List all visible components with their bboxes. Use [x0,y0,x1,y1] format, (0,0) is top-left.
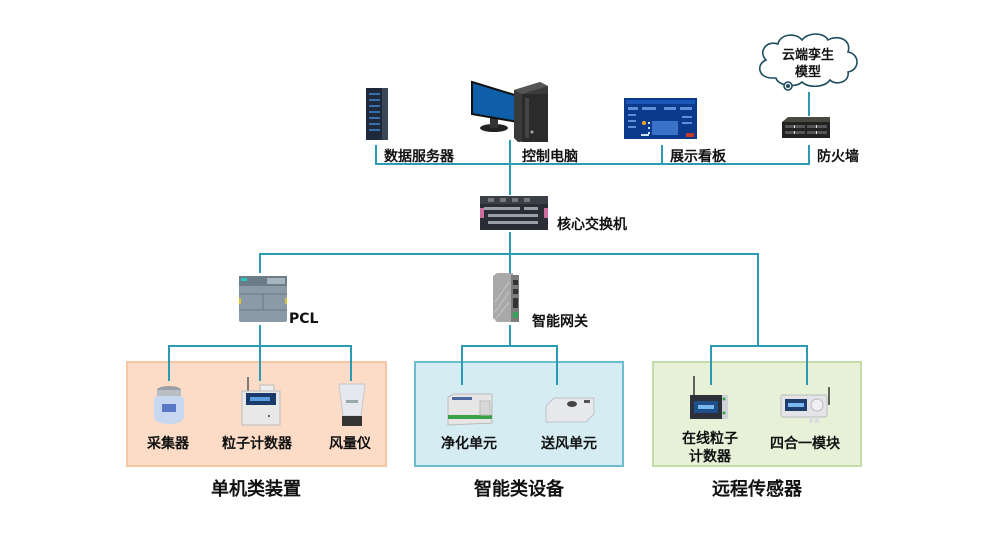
smart-gateway[interactable] [491,272,521,324]
online-particle-counter-device[interactable] [686,375,730,421]
control-pc[interactable] [470,78,552,144]
gateway-label: 智能网关 [532,314,588,330]
plc-branch-mid-stub [259,361,261,381]
standalone-group-title: 单机类装置 [211,479,301,500]
plc-down-line [259,325,261,395]
online-counter-label-line1: 在线粒子 [682,431,738,447]
fan-filter-unit-label: 送风单元 [541,436,597,452]
airflow-meter-device[interactable] [337,382,367,428]
sensor-branch-left-stub [710,361,712,385]
four-in-one-label: 四合一模块 [770,436,840,452]
cloud-icon [759,33,858,91]
data-server-label: 数据服务器 [384,149,454,165]
dashboard-drop-line [661,145,663,165]
top-bus-line [375,163,809,165]
sampler-label: 采集器 [147,436,189,452]
plc-up-line [259,253,261,273]
firewall-label: 防火墙 [817,149,859,165]
sensor-branch-bus [710,345,808,347]
gateway-down-line [509,325,511,347]
sampler-icon [154,386,184,424]
cloud-label-line2: 模型 [794,65,821,80]
online-counter-label-line2: 计数器 [689,449,731,465]
fan-filter-unit-device[interactable] [544,396,596,424]
purification-unit-icon [447,393,493,426]
gateway-branch-left-stub [461,361,463,385]
remote-group-title: 远程传感器 [712,479,802,500]
firewall-appliance-icon [782,117,830,138]
network-switch-icon [480,196,548,230]
cloud-firewall-line [808,92,810,116]
core-switch-label: 核心交换机 [557,217,627,233]
dashboard-screen[interactable] [624,98,697,139]
particle-counter-device[interactable] [240,375,282,427]
core-switch[interactable] [478,194,550,232]
data-server[interactable] [364,87,390,143]
desktop-computer-icon [471,80,548,142]
purification-unit-label: 净化单元 [441,436,497,452]
airflow-meter-label: 风量仪 [329,436,371,452]
airflow-meter-icon [338,383,366,426]
particle-counter-label: 粒子计数器 [222,436,292,452]
pc-drop-line [509,140,511,195]
four-in-one-sensor-device[interactable] [779,385,833,423]
plc-branch-right-stub [350,361,352,381]
dashboard-screen-icon [624,98,697,139]
control-pc-label: 控制电脑 [522,149,578,165]
particle-counter-icon [241,377,281,426]
gateway-up-line [509,253,511,273]
sampler-device[interactable] [151,382,187,426]
plc-controller[interactable] [237,274,289,324]
four-in-one-sensor-icon [780,387,830,423]
switch-drop-line [509,232,511,254]
sensor-trunk-line [757,253,759,346]
gateway-branch-bus [461,345,558,347]
plc-controller-icon [239,276,287,322]
smart-group-title: 智能类设备 [474,479,564,500]
online-particle-counter-icon [690,376,728,419]
dashboard-label: 展示看板 [670,149,726,165]
plc-branch-left-stub [168,361,170,381]
cloud-label-line1: 云端孪生 [781,48,834,63]
cloud-twin-model[interactable]: 云端孪生 模型 [752,28,864,94]
firewall-drop-line [808,145,810,165]
plc-branch-bus [168,345,352,347]
firewall[interactable] [780,116,832,140]
fan-filter-unit-icon [545,397,595,423]
purification-unit-device[interactable] [446,393,494,427]
sensor-branch-right-stub [806,361,808,385]
server-drop-line [375,145,377,165]
plc-label: PCL [289,311,319,327]
gateway-branch-right-stub [556,361,558,385]
server-rack-icon [366,88,388,140]
gateway-icon [493,273,519,322]
